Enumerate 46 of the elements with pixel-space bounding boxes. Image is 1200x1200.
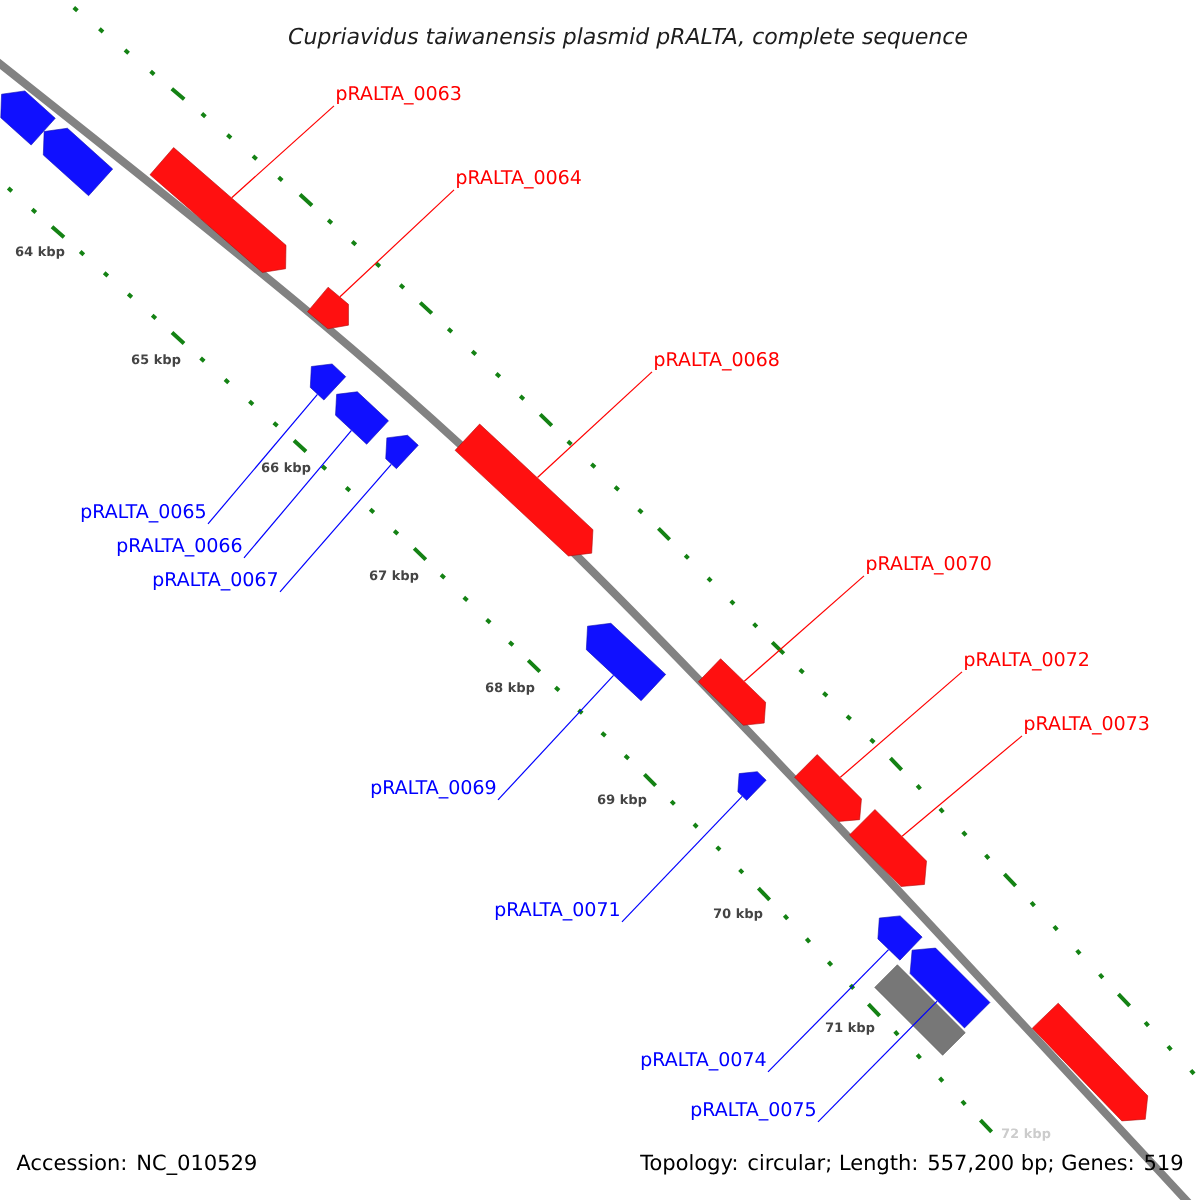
gene-bar: [874, 964, 966, 1056]
gene-label: pRALTA_0066: [117, 537, 242, 557]
gene-block: [43, 127, 113, 197]
gene-block: [737, 771, 767, 801]
leader-line: [839, 671, 963, 778]
leader-line: [279, 463, 392, 593]
gene-block: [310, 363, 346, 401]
gene-block: [909, 947, 991, 1029]
gene-label: pRALTA_0073: [1025, 715, 1149, 735]
gene-label: pRALTA_0064: [457, 169, 581, 189]
gene-block: [149, 147, 287, 273]
leader-line: [621, 795, 743, 923]
leader-line: [767, 949, 890, 1073]
leader-line: [339, 189, 455, 298]
gene-label: pRALTA_0075: [691, 1101, 815, 1121]
gene-block: [307, 286, 349, 330]
gene-block: [586, 623, 666, 701]
gene-label: pRALTA_0067: [153, 571, 277, 591]
leader-line: [901, 735, 1023, 837]
leader-line: [536, 371, 653, 479]
gene-block: [385, 435, 419, 469]
gene-block: [698, 658, 766, 726]
gene-block: [794, 754, 862, 822]
leader-line: [817, 1000, 938, 1123]
gene-block: [454, 423, 594, 557]
gene-block: [849, 809, 927, 887]
leader-line: [231, 105, 335, 199]
gene-label: pRALTA_0063: [337, 85, 461, 105]
leader-line: [743, 575, 865, 682]
gene-block: [877, 915, 923, 961]
leader-line: [207, 393, 319, 525]
gene-label: pRALTA_0074: [641, 1051, 766, 1071]
gene-block: [1032, 1002, 1149, 1122]
gene-label: pRALTA_0069: [371, 779, 496, 799]
gene-label: pRALTA_0070: [867, 555, 991, 575]
gene-label: pRALTA_0071: [495, 901, 619, 921]
leader-line: [497, 674, 615, 801]
gene-block: [335, 391, 389, 445]
footer-text: Topology: circular; Length: 557,200 bp; Genes: 519: [640, 1154, 1183, 1175]
gene-block: [0, 90, 56, 146]
footer-text: Accession: NC_010529: [16, 1154, 256, 1175]
gene-label: pRALTA_0065: [81, 503, 205, 523]
leader-line: [243, 429, 353, 559]
title: Cupriavidus taiwanensis plasmid pRALTA, complete sequence: [289, 27, 967, 49]
gene-label: pRALTA_0068: [655, 351, 779, 371]
gene-label: pRALTA_0072: [965, 651, 1088, 671]
